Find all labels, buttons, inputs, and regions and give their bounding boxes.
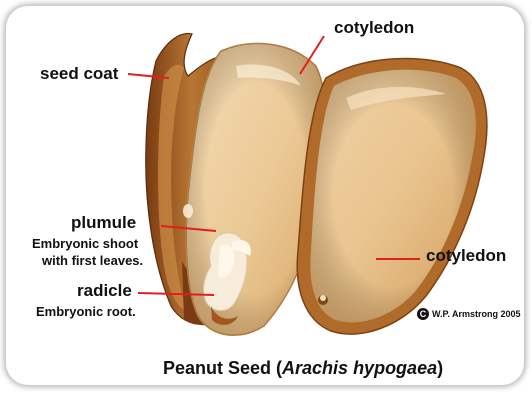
copyright-notice: C W.P. Armstrong 2005: [417, 308, 521, 320]
label-cotyledon-top: cotyledon: [334, 18, 414, 38]
copyright-icon: C: [417, 308, 429, 320]
label-radicle: radicle: [77, 281, 132, 301]
copyright-text: W.P. Armstrong 2005: [432, 309, 521, 319]
label-seed-coat: seed coat: [40, 64, 118, 84]
right-cotyledon: [297, 59, 487, 335]
label-plumule-desc-2: with first leaves.: [42, 252, 143, 269]
label-radicle-desc: Embryonic root.: [36, 303, 136, 320]
label-cotyledon-right: cotyledon: [426, 246, 506, 266]
caption-latin: Arachis hypogaea: [282, 358, 437, 378]
label-plumule: plumule: [71, 213, 136, 233]
caption-suffix: ): [437, 358, 443, 378]
peanut-seed-photo: [6, 6, 524, 385]
label-plumule-desc-1: Embryonic shoot: [32, 235, 138, 252]
caption-prefix: Peanut Seed (: [163, 358, 282, 378]
caption: Peanut Seed (Arachis hypogaea): [163, 358, 443, 379]
image-frame: cotyledon seed coat plumule Embryonic sh…: [6, 6, 524, 385]
